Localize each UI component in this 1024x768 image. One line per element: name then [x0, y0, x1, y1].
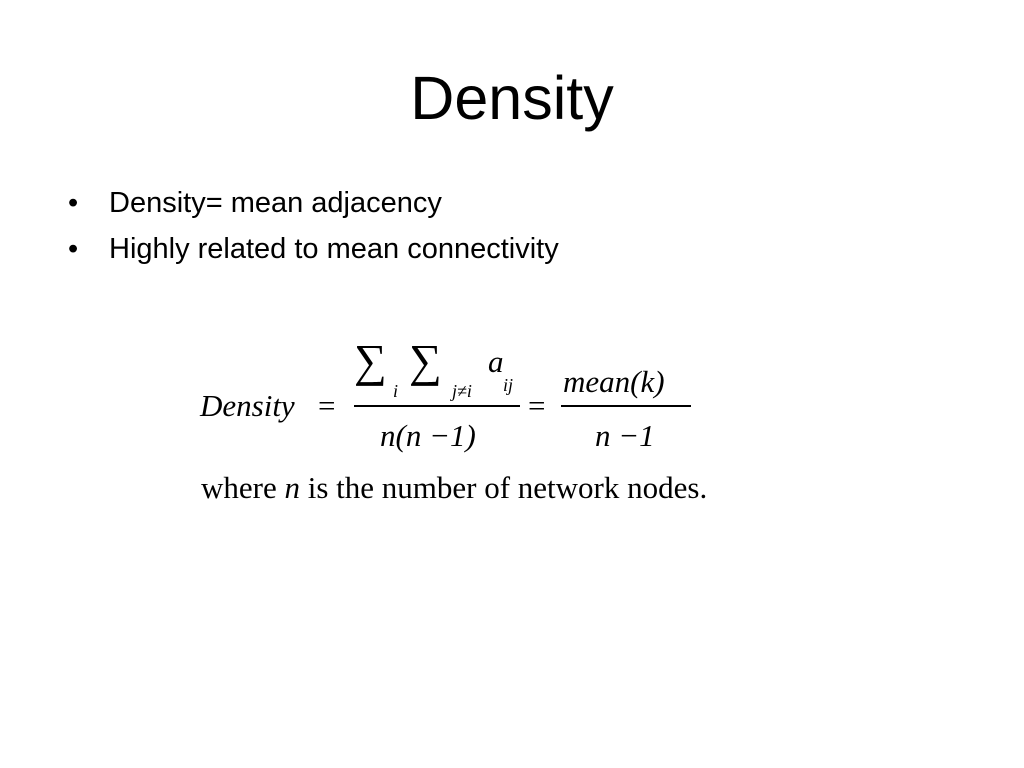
adjacency-index: ij	[503, 375, 514, 395]
density-formula: Density = ∑ i ∑ j≠i a ij n(n −1) = mean(…	[200, 338, 720, 468]
adjacency-term: a	[488, 344, 504, 379]
note-suffix: is the number of network nodes.	[299, 470, 708, 505]
formula-equals: =	[528, 388, 546, 423]
formula-equals: =	[318, 388, 336, 423]
formula-lhs: Density	[200, 388, 295, 423]
fraction-denominator: n −1	[595, 418, 655, 453]
note-prefix: where	[201, 470, 285, 505]
fraction-bar	[354, 405, 520, 407]
sum-symbol: ∑	[409, 335, 442, 386]
sum-index-i: i	[393, 381, 399, 401]
bullet-dot: •	[68, 187, 79, 219]
fraction-numerator: mean(k)	[563, 364, 665, 399]
slide-title: Density	[410, 64, 614, 132]
bullet-list: • Density= mean adjacency • Highly relat…	[68, 180, 559, 272]
sum-index-j: j≠i	[452, 381, 472, 401]
bullet-text: Density= mean adjacency	[109, 187, 442, 219]
formula-note: where n is the number of network nodes.	[201, 470, 707, 506]
bullet-item: • Density= mean adjacency	[68, 180, 559, 226]
fraction-bar	[561, 405, 691, 407]
fraction-denominator: n(n −1)	[380, 418, 476, 453]
note-variable: n	[284, 470, 300, 505]
bullet-item: • Highly related to mean connectivity	[68, 226, 559, 272]
bullet-text: Highly related to mean connectivity	[109, 233, 559, 265]
bullet-dot: •	[68, 233, 79, 265]
sum-symbol: ∑	[354, 335, 387, 386]
